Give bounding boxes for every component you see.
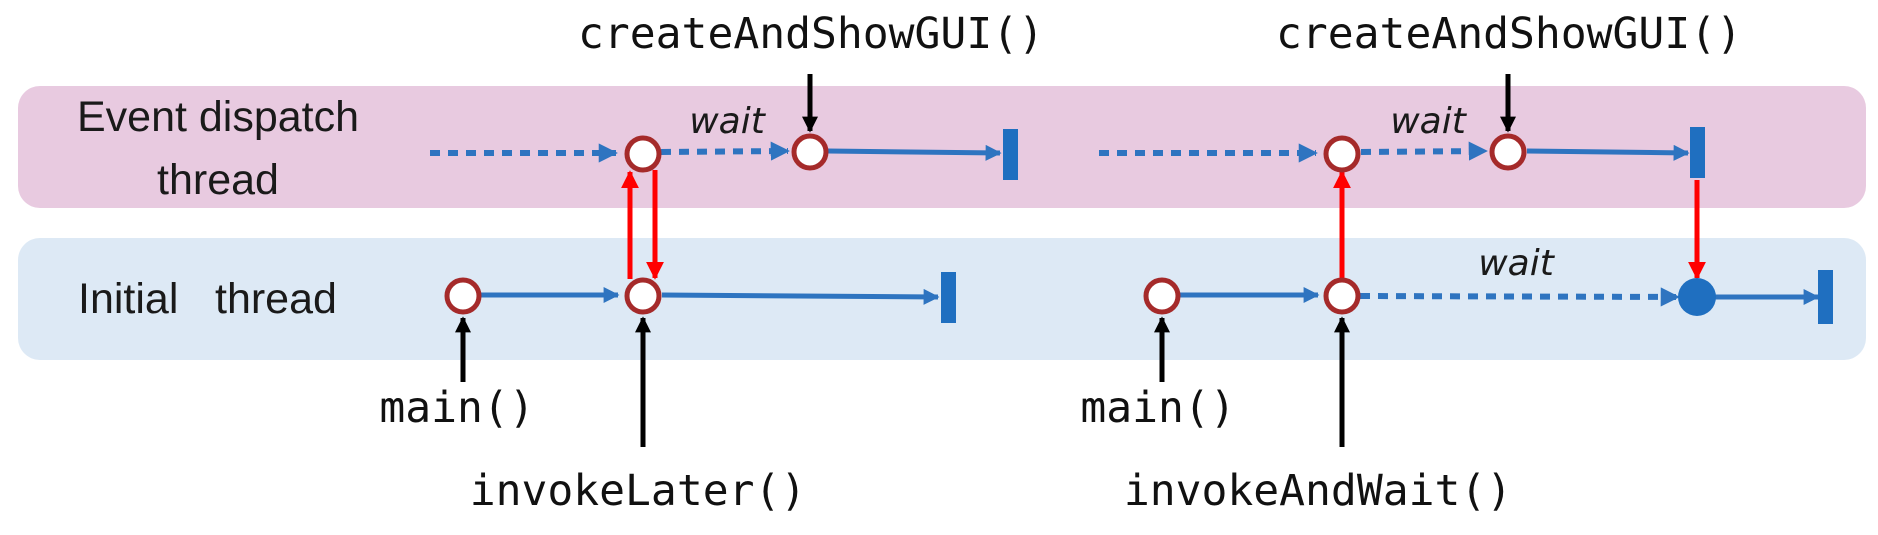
invoke-and-wait-label: invokeAndWait() — [1124, 466, 1512, 516]
edt-lane-label-line1: Event dispatch — [77, 93, 359, 141]
edt-wait-label-left: wait — [689, 101, 767, 142]
initial-node-main-left — [444, 277, 482, 315]
initial-end-bar-left — [941, 272, 956, 323]
initial-resume-node-right — [1678, 278, 1716, 316]
edt-lane-label-line2: thread — [157, 156, 279, 204]
main-label-left: main() — [379, 383, 534, 433]
event-dispatch-lane — [18, 86, 1866, 208]
main-label-right: main() — [1080, 383, 1235, 433]
edt-node-invoke-right — [1323, 135, 1361, 173]
edt-end-bar-left — [1003, 129, 1018, 180]
edt-wait-dotted-arrow-left — [660, 141, 790, 161]
initial-wait-label-right: wait — [1478, 243, 1556, 284]
edt-wait-label-right: wait — [1390, 101, 1468, 142]
edt-node-create-left — [791, 133, 829, 171]
initial-node-invoke-left — [624, 277, 662, 315]
initial-lane-label-initial: Initial — [78, 275, 178, 323]
initial-run-arrow-left — [661, 288, 940, 305]
invoke-later-label: invokeLater() — [470, 466, 807, 516]
edt-run-arrow-right — [1526, 144, 1690, 161]
edt-wait-dotted-arrow-right — [1360, 141, 1488, 161]
edt-end-bar-right — [1690, 127, 1705, 178]
initial-node-invoke-right — [1323, 277, 1361, 315]
edt-run-arrow-left — [827, 144, 1002, 161]
create-label-right: createAndShowGUI() — [1276, 9, 1742, 59]
edt-node-invoke-left — [624, 135, 662, 173]
initial-node-main-right — [1143, 277, 1181, 315]
initial-lane-label-thread: thread — [215, 275, 337, 323]
edt-node-create-right — [1489, 133, 1527, 171]
initial-end-bar-right — [1818, 270, 1833, 324]
create-label-left: createAndShowGUI() — [578, 9, 1044, 59]
